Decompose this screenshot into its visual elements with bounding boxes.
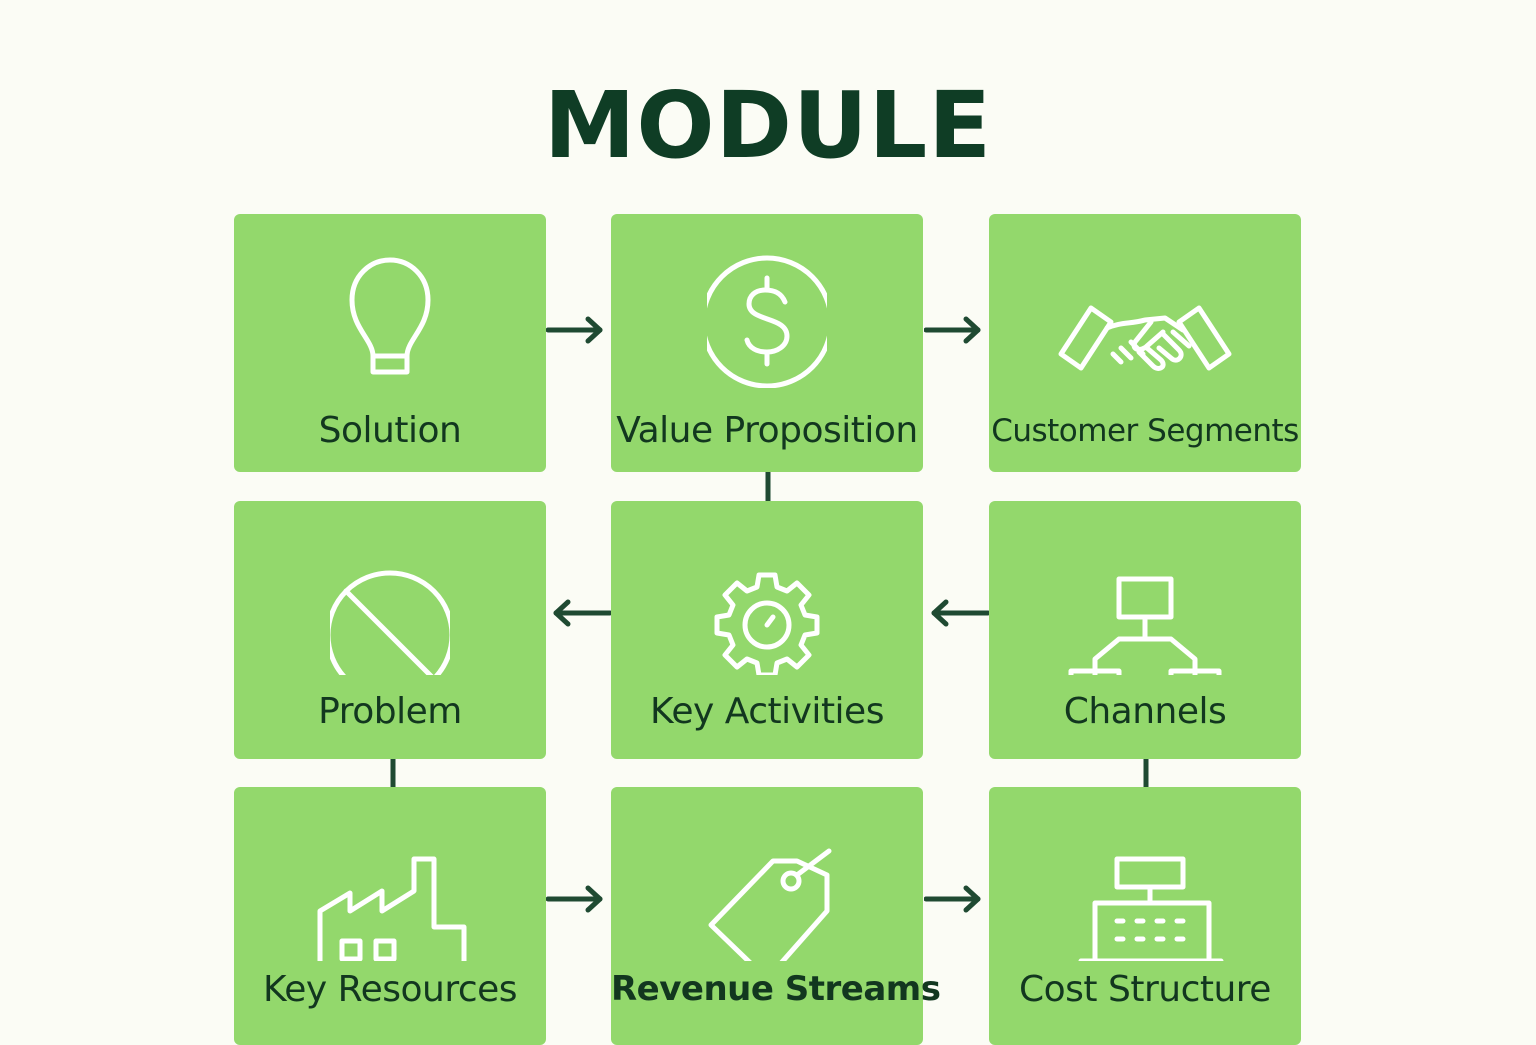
prohibited-icon	[330, 570, 450, 675]
card-label: Customer Segments	[991, 413, 1299, 449]
card-label: Key Resources	[262, 969, 518, 1010]
arrow-value-to-customer	[924, 316, 981, 344]
card-label: Key Activities	[650, 691, 884, 732]
factory-icon	[317, 856, 467, 961]
line-value-to-activities	[765, 472, 771, 502]
gear-icon	[714, 572, 820, 675]
hierarchy-icon	[1068, 576, 1222, 675]
arrow-channels-to-activities	[931, 599, 990, 627]
arrow-revenue-to-cost	[924, 885, 981, 913]
card-label: Problem	[318, 691, 462, 732]
card-label: Revenue Streams	[611, 969, 941, 1009]
arrow-solution-to-value	[546, 316, 603, 344]
card-key-resources: Key Resources	[234, 787, 546, 1045]
card-label: Value Proposition	[616, 410, 918, 451]
card-label: Channels	[1063, 691, 1227, 732]
card-problem: Problem	[234, 501, 546, 759]
diagram-title: MODULE	[543, 72, 993, 179]
arrow-activities-to-problem	[553, 599, 612, 627]
cash-register-icon	[1078, 856, 1224, 961]
dollar-coin-icon	[707, 255, 827, 388]
line-channels-to-cost	[1143, 758, 1149, 788]
card-solution: Solution	[234, 214, 546, 472]
line-problem-to-resources	[390, 758, 396, 788]
card-cost-structure: Cost Structure	[989, 787, 1301, 1045]
handshake-icon	[1058, 305, 1232, 371]
card-value-proposition: Value Proposition	[611, 214, 923, 472]
price-tag-icon	[708, 848, 832, 961]
lightbulb-icon	[349, 257, 431, 375]
card-channels: Channels	[989, 501, 1301, 759]
card-key-activities: Key Activities	[611, 501, 923, 759]
card-label: Solution	[318, 410, 462, 451]
card-customer-segments: Customer Segments	[989, 214, 1301, 472]
arrow-resources-to-revenue	[546, 885, 603, 913]
card-label: Cost Structure	[1019, 969, 1271, 1010]
card-revenue-streams: Revenue Streams	[611, 787, 941, 1045]
